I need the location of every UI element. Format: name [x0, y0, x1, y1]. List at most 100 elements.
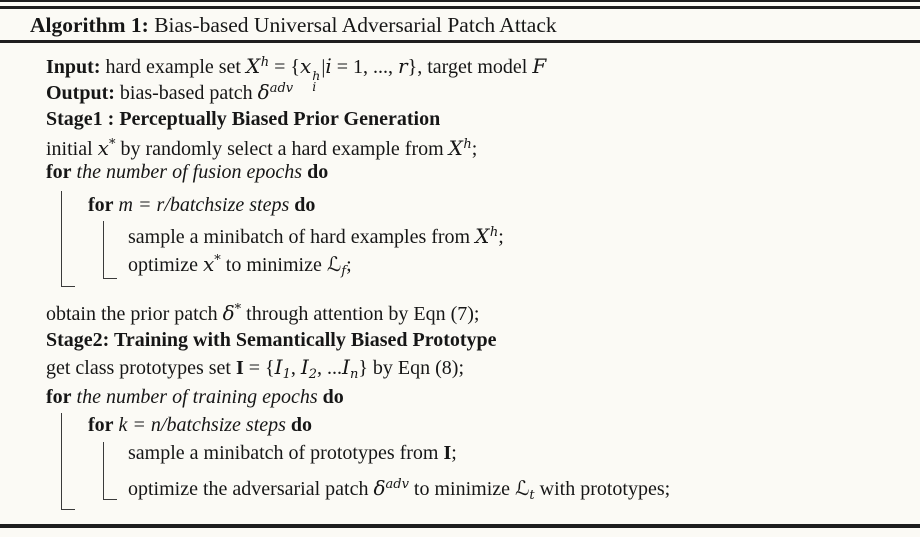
algorithm-name: Bias-based Universal Adversarial Patch A…	[148, 13, 557, 37]
top-rule-outer	[0, 0, 920, 2]
line-for-m: for m = r/batchsize steps do	[88, 193, 315, 217]
math-var-i: i	[325, 54, 332, 78]
loop-condition: k = n/batchsize steps	[113, 414, 291, 436]
math-var-delta: δ	[373, 476, 386, 500]
input-range: = 1, ...,	[331, 56, 399, 78]
statement-text-2: to minimize	[408, 478, 516, 500]
math-sup-star: *	[234, 302, 242, 317]
eq-brace: = {	[243, 357, 275, 379]
line-get-prototypes: get class prototypes set I = {I1, I2, ..…	[46, 355, 464, 387]
math-sup-adv: adv	[269, 81, 294, 96]
line-stage2-heading: Stage2: Training with Semantically Biase…	[46, 329, 497, 351]
initial-text: initial	[46, 138, 98, 160]
initial-text-2: by randomly select a hard example from	[115, 138, 449, 160]
loop-bracket-fusion	[61, 191, 75, 287]
math-script-L: ℒ	[326, 252, 342, 276]
line-output: Output: bias-based patch δadv	[46, 77, 293, 105]
algorithm-title: Algorithm 1: Bias-based Universal Advers…	[30, 12, 557, 38]
statement-text-2: through attention by Eqn (7);	[241, 303, 480, 325]
statement-text: sample a minibatch of hard examples from	[128, 226, 476, 248]
line-initial: initial x* by randomly select a hard exa…	[46, 133, 477, 161]
math-sup-h: h	[260, 55, 270, 70]
comma: ,	[290, 357, 301, 379]
input-eq: = {	[269, 56, 300, 78]
line-stage1-heading: Stage1 : Perceptually Biased Prior Gener…	[46, 108, 441, 130]
math-var-x: x	[300, 54, 312, 78]
math-cal-x: X	[245, 54, 261, 78]
loop-condition: the number of fusion epochs	[71, 161, 308, 183]
math-sup-star: *	[108, 137, 116, 152]
input-text-2: }, target model	[407, 56, 533, 78]
statement-text: obtain the prior patch	[46, 303, 223, 325]
math-var-r: r	[398, 54, 408, 78]
math-sub-i: i	[312, 79, 317, 94]
statement-text: sample a minibatch of prototypes from	[128, 442, 444, 464]
ellipsis: , ...	[317, 357, 343, 379]
statement-text: optimize the adversarial patch	[128, 478, 374, 500]
line-optimize-x: optimize x* to minimize ℒf;	[128, 249, 352, 284]
do-keyword: do	[294, 194, 316, 216]
math-sub-2: 2	[308, 367, 318, 382]
do-keyword: do	[307, 161, 329, 183]
math-var-In: I	[342, 355, 350, 379]
for-keyword: for	[88, 414, 114, 436]
math-var-delta: δ	[222, 301, 235, 325]
math-bar: |	[321, 56, 326, 78]
semicolon: ;	[471, 138, 478, 160]
for-keyword: for	[46, 386, 72, 408]
line-sample-hard: sample a minibatch of hard examples from…	[128, 221, 504, 249]
math-var-F: F	[532, 54, 547, 78]
do-keyword: do	[290, 414, 313, 436]
top-rule-inner	[0, 6, 920, 9]
math-sup-h: h	[312, 68, 321, 83]
line-for-fusion: for the number of fusion epochs do	[46, 160, 328, 184]
math-var-I2: I	[300, 355, 309, 379]
semicolon: ;	[498, 226, 504, 248]
math-var-delta: δ	[257, 80, 270, 104]
loop-condition: the number of training epochs	[71, 386, 323, 408]
statement-text: get class prototypes set	[46, 357, 236, 379]
math-sub-n: n	[349, 367, 359, 382]
math-sup-h: h	[463, 137, 472, 152]
semicolon: ;	[346, 254, 352, 276]
line-for-training: for the number of training epochs do	[46, 385, 344, 409]
statement-text: optimize	[128, 254, 203, 276]
loop-bracket-batch-1	[103, 221, 117, 279]
for-keyword: for	[88, 194, 114, 216]
math-var-I1: I	[274, 355, 283, 379]
input-keyword: Input:	[46, 56, 101, 78]
for-keyword: for	[46, 161, 72, 183]
output-keyword: Output:	[46, 82, 115, 104]
math-sup-adv: adv	[385, 477, 409, 492]
loop-bracket-training	[61, 413, 75, 510]
loop-condition: m = r/batchsize steps	[113, 194, 295, 216]
input-text: hard example set	[100, 56, 246, 78]
math-script-L: ℒ	[515, 476, 530, 500]
bottom-rule	[0, 524, 920, 528]
statement-text-2: to minimize	[220, 254, 327, 276]
loop-bracket-batch-2	[103, 442, 117, 500]
math-cal-x: X	[475, 224, 490, 248]
math-var-x: x	[97, 136, 109, 160]
line-obtain: obtain the prior patch δ* through attent…	[46, 298, 479, 326]
line-optimize-adv: optimize the adversarial patch δadv to m…	[128, 473, 670, 508]
statement-text-3: with prototypes;	[534, 478, 671, 500]
semicolon: ;	[451, 442, 457, 464]
math-sup-star: *	[214, 253, 221, 268]
output-text: bias-based patch	[114, 82, 258, 104]
algorithm-number-label: Algorithm 1:	[30, 13, 149, 37]
math-sub-t: t	[529, 488, 535, 503]
line-for-k: for k = n/batchsize steps do	[88, 413, 312, 437]
do-keyword: do	[322, 386, 344, 408]
statement-text-2: } by Eqn (8);	[358, 357, 465, 379]
math-sub-f: f	[341, 264, 347, 279]
math-cal-x: X	[448, 136, 464, 160]
line-sample-proto: sample a minibatch of prototypes from I;	[128, 441, 457, 465]
math-sub-1: 1	[282, 367, 291, 382]
math-sup-h: h	[489, 225, 499, 240]
math-bold-I: I	[235, 357, 244, 379]
title-separator-rule	[0, 40, 920, 43]
